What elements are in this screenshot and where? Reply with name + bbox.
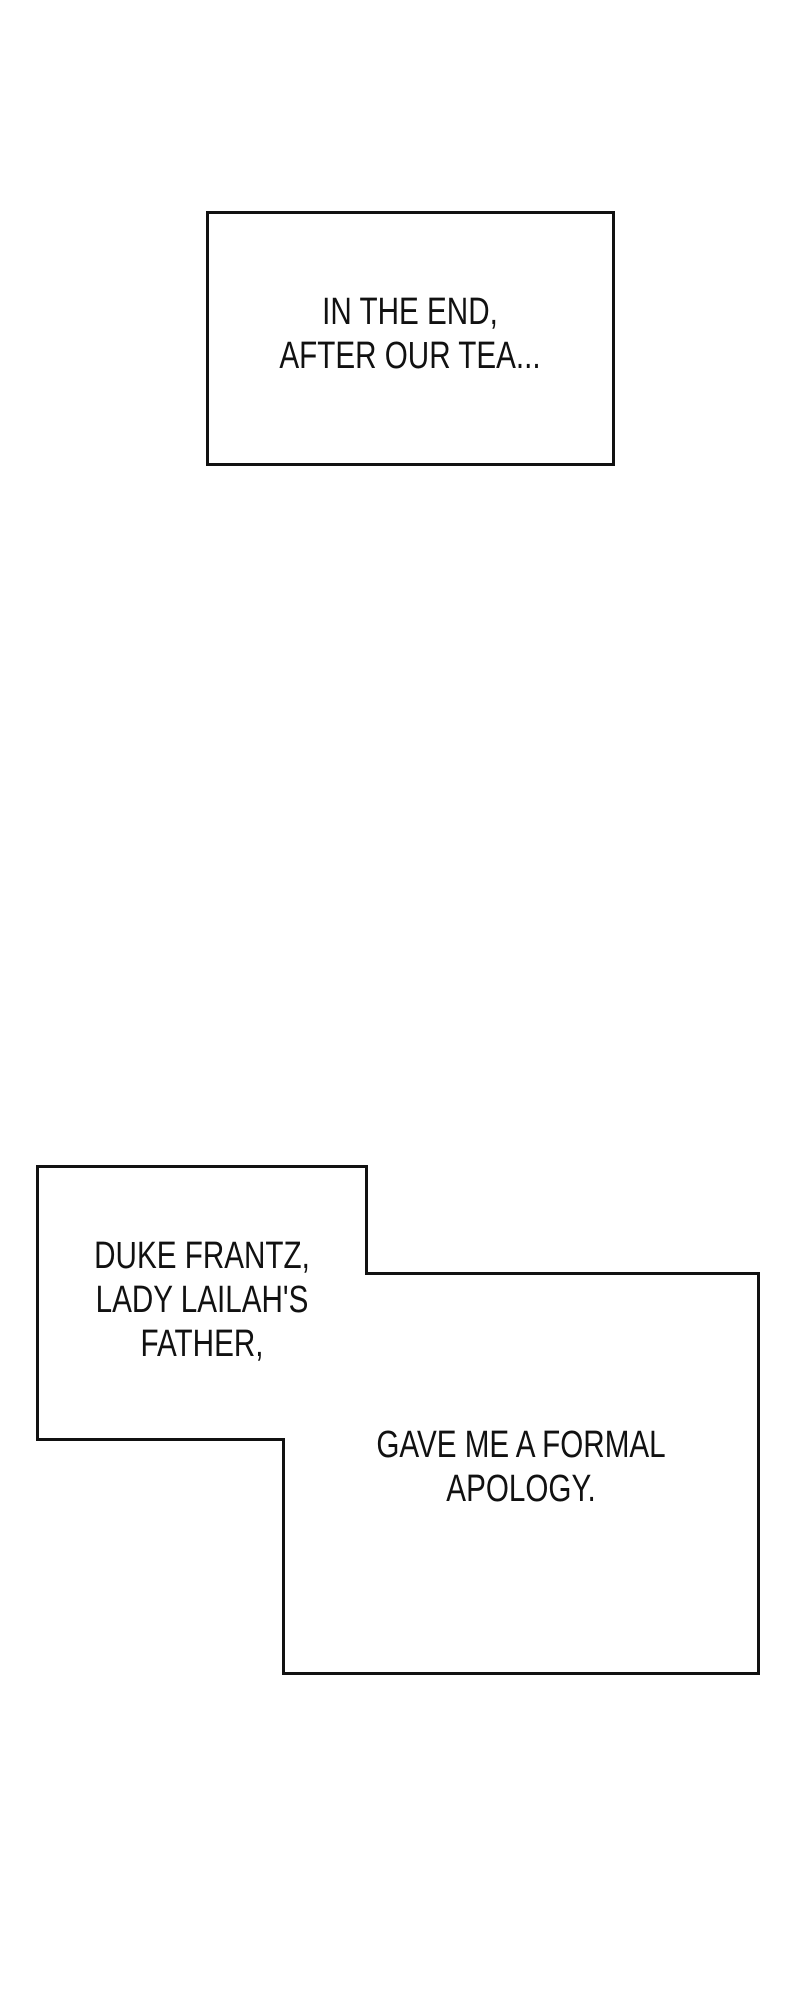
caption-line: AFTER OUR TEA... [279, 335, 541, 377]
caption-line: DUKE FRANTZ, [94, 1235, 310, 1277]
caption-line: IN THE END, [322, 291, 498, 333]
caption-line: APOLOGY. [446, 1468, 596, 1510]
narration-box-1-text: IN THE END, AFTER OUR TEA... [207, 290, 613, 378]
narration-box-1-border [206, 211, 615, 466]
narration-box-2-border [36, 1165, 760, 1675]
narration-box-2-left-text: DUKE FRANTZ, LADY LAILAH'S FATHER, [52, 1234, 352, 1366]
narration-box-2-right-text: GAVE ME A FORMAL APOLOGY. [321, 1423, 721, 1511]
caption-line: GAVE ME A FORMAL [376, 1424, 666, 1466]
caption-line: FATHER, [140, 1323, 264, 1365]
caption-line: LADY LAILAH'S [95, 1279, 309, 1321]
